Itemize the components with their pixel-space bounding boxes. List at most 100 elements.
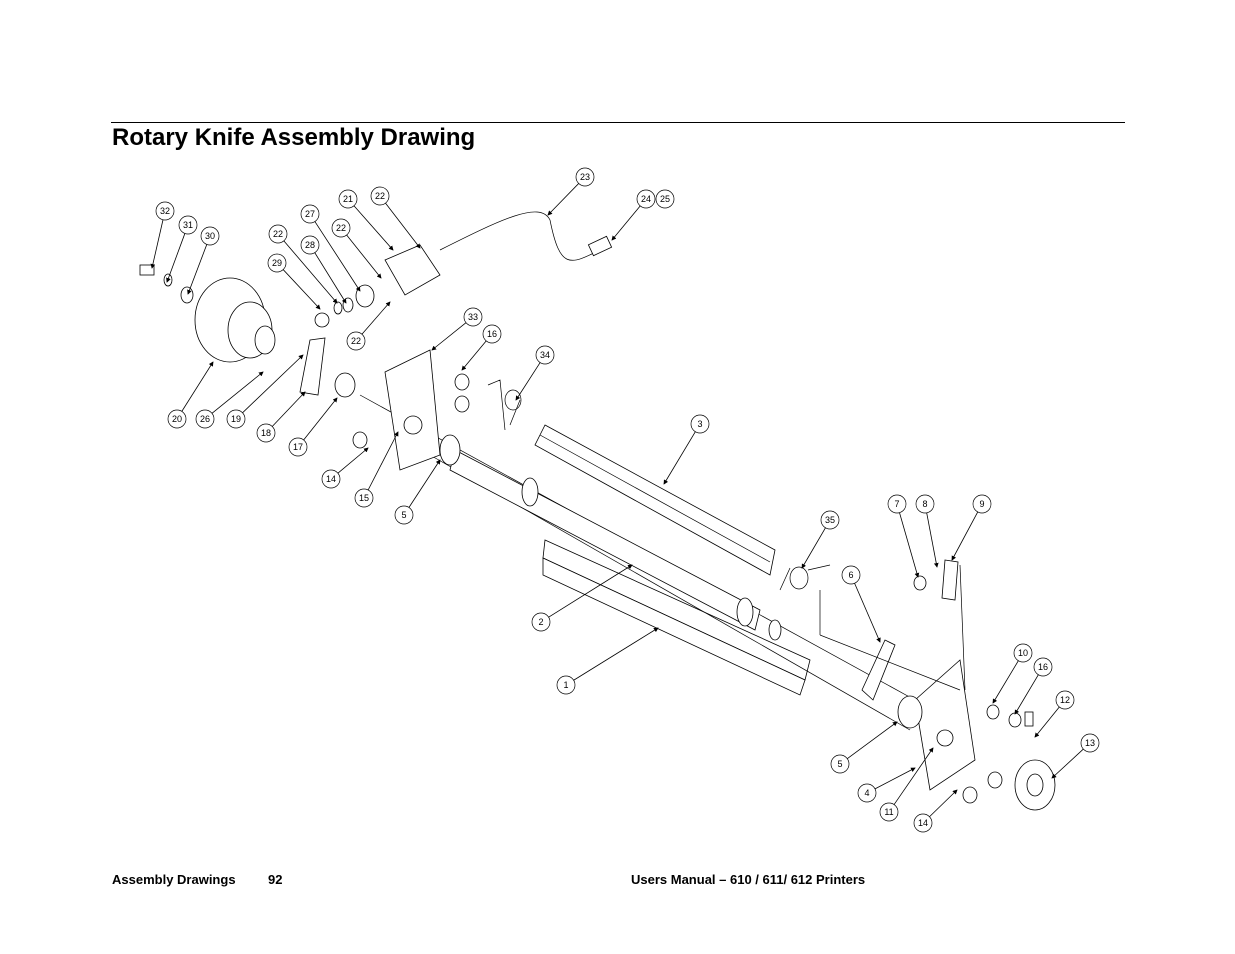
callout-label: 2 <box>538 617 543 627</box>
callout-label: 5 <box>401 510 406 520</box>
callout-bubble <box>321 469 341 489</box>
link-plate <box>861 639 896 701</box>
callout-label: 16 <box>1038 662 1048 672</box>
callout-16: 16 <box>461 324 502 371</box>
leader-line <box>385 202 421 249</box>
callout-32: 32 <box>150 201 175 269</box>
leader-line <box>547 183 580 216</box>
callout-14: 14 <box>913 789 958 833</box>
callout-18: 18 <box>256 391 306 443</box>
leader-line <box>992 660 1019 704</box>
callout-10: 10 <box>992 643 1033 704</box>
leader-line <box>283 240 338 304</box>
callout-label: 30 <box>205 231 215 241</box>
leader-line <box>346 234 382 279</box>
callout-15: 15 <box>354 431 399 508</box>
callout-bubble <box>482 324 502 344</box>
callout-21: 21 <box>338 189 394 251</box>
leader-line <box>181 361 214 412</box>
callout-17: 17 <box>288 397 338 457</box>
callout-bubble <box>655 189 675 209</box>
callout-28: 28 <box>300 235 347 304</box>
callout-label: 8 <box>922 499 927 509</box>
bearing-left <box>439 434 461 466</box>
callout-bubble <box>463 307 483 327</box>
callout-14: 14 <box>321 447 369 489</box>
callout-bubble <box>913 813 933 833</box>
leader-line <box>929 789 958 818</box>
leader-line <box>899 512 920 578</box>
callout-label: 21 <box>343 194 353 204</box>
callout-label: 16 <box>487 329 497 339</box>
callout-5: 5 <box>394 459 441 525</box>
callout-label: 22 <box>375 191 385 201</box>
callout-27: 27 <box>300 204 361 292</box>
callout-bubble <box>820 510 840 530</box>
torsion-spring-right <box>779 564 831 591</box>
callout-bubble <box>394 505 414 525</box>
leader-line <box>431 322 467 351</box>
leader-line <box>893 747 934 805</box>
callout-bubble <box>300 235 320 255</box>
callout-22: 22 <box>346 301 391 351</box>
bushing <box>334 372 356 398</box>
callout-label: 25 <box>660 194 670 204</box>
callout-23: 23 <box>547 167 595 216</box>
callout-16: 16 <box>1014 657 1053 715</box>
callout-bubble <box>915 494 935 514</box>
callout-5: 5 <box>830 721 898 774</box>
callout-label: 20 <box>172 414 182 424</box>
shaft-collar-right <box>736 597 754 627</box>
callout-bubble <box>690 414 710 434</box>
leader-line <box>663 431 696 485</box>
right-bearing-hole <box>936 729 954 747</box>
leader-line <box>314 221 361 292</box>
callout-26: 26 <box>195 371 264 429</box>
shaft-collar-left <box>521 477 539 507</box>
callout-13: 13 <box>1051 733 1100 779</box>
callout-label: 17 <box>293 442 303 452</box>
callout-bubble <box>200 226 220 246</box>
callout-22: 22 <box>331 218 382 279</box>
callout-bubble <box>1033 657 1053 677</box>
callout-bubble <box>370 186 390 206</box>
leader-line <box>361 301 391 335</box>
leader-line <box>337 447 369 474</box>
leader-line <box>515 362 541 401</box>
callout-label: 5 <box>837 759 842 769</box>
leader-line <box>314 252 347 304</box>
leader-line <box>1051 748 1084 779</box>
callout-label: 3 <box>697 419 702 429</box>
callout-11: 11 <box>879 747 934 822</box>
callout-label: 14 <box>918 818 928 828</box>
callout-bubble <box>636 189 656 209</box>
leader-line <box>408 459 441 508</box>
callout-2: 2 <box>531 564 633 632</box>
callout-6: 6 <box>841 565 881 643</box>
callout-label: 11 <box>884 807 893 817</box>
callout-7: 7 <box>887 494 920 578</box>
leader-line <box>611 205 641 241</box>
callout-bubble <box>354 488 374 508</box>
callout-bubble <box>879 802 899 822</box>
callout-bubble <box>841 565 861 585</box>
leader-line <box>461 340 487 371</box>
callout-bubble <box>556 675 576 695</box>
switch-actuator <box>941 559 959 601</box>
base-bar-front <box>542 557 806 696</box>
header-rule <box>111 122 1125 123</box>
callout-label: 13 <box>1085 738 1095 748</box>
callout-label: 1 <box>563 680 568 690</box>
left-bearing-hole <box>403 415 423 435</box>
callout-bubble <box>1055 690 1075 710</box>
callout-label: 9 <box>979 499 984 509</box>
leader-line <box>211 371 264 414</box>
callout-34: 34 <box>515 345 555 401</box>
callout-12: 12 <box>1034 690 1075 738</box>
callout-1: 1 <box>556 627 659 695</box>
callout-label: 19 <box>231 414 241 424</box>
callout-20: 20 <box>167 361 214 429</box>
callout-30: 30 <box>187 226 220 295</box>
callout-label: 29 <box>272 258 282 268</box>
